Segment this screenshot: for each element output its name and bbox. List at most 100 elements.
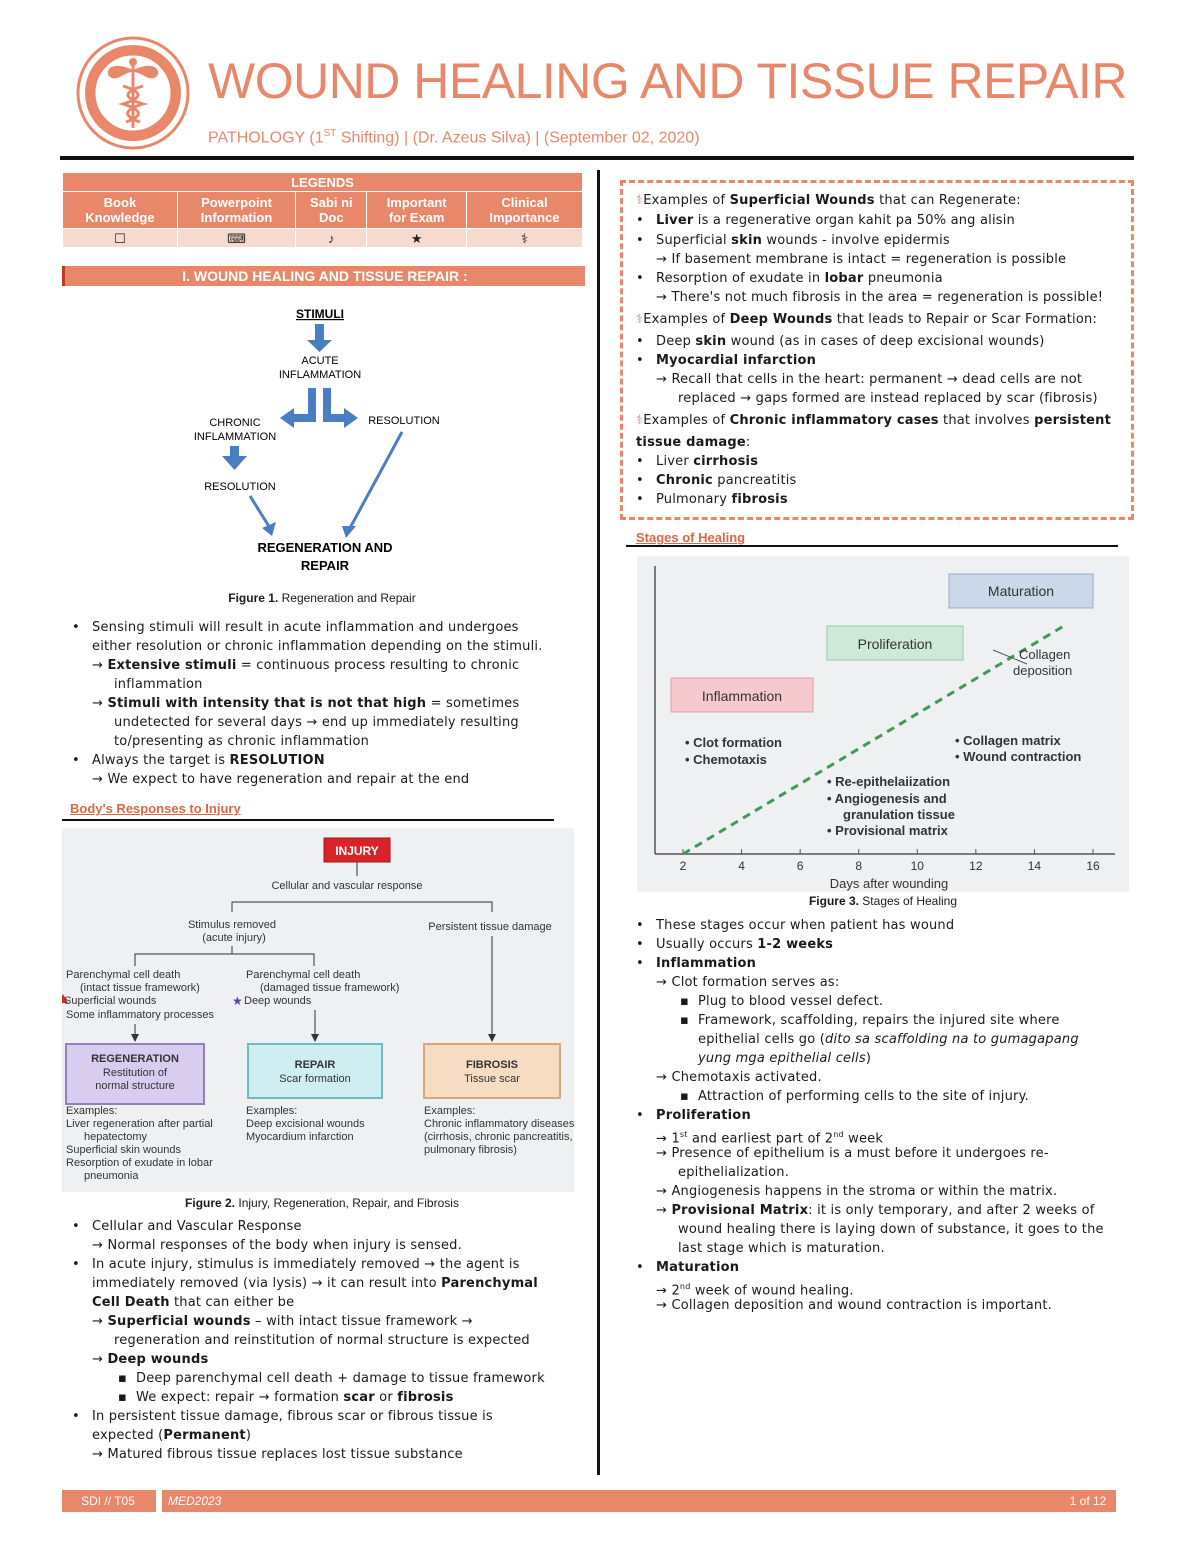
svg-text:• Clot formation: • Clot formation	[685, 735, 782, 750]
caduceus-icon: ⚕	[636, 312, 644, 327]
keyboard-icon: ⌨	[176, 228, 297, 248]
svg-text:Myocardium infarction: Myocardium infarction	[246, 1131, 354, 1143]
caduceus-logo	[76, 36, 190, 150]
body-responses-heading: Body's Responses to Injury	[70, 801, 241, 816]
stages-heading: Stages of Healing	[636, 530, 746, 545]
svg-text:Examples:: Examples:	[66, 1105, 117, 1117]
svg-text:Maturation: Maturation	[988, 583, 1054, 599]
svg-text:Some inflammatory processes: Some inflammatory processes	[66, 1009, 214, 1021]
legends-title: LEGENDS	[62, 172, 583, 192]
svg-text:(damaged tissue framework): (damaged tissue framework)	[260, 982, 399, 994]
document-subtitle: PATHOLOGY (1ST Shifting) | (Dr. Azeus Si…	[208, 128, 700, 147]
svg-text:CHRONIC: CHRONIC	[209, 417, 260, 429]
svg-text:INFLAMMATION: INFLAMMATION	[279, 369, 361, 381]
x-tick-label: 2	[680, 859, 687, 873]
x-tick-label: 16	[1086, 859, 1100, 873]
svg-text:INFLAMMATION: INFLAMMATION	[194, 431, 276, 443]
svg-text:hepatectomy: hepatectomy	[84, 1131, 147, 1143]
svg-text:Restitution of: Restitution of	[103, 1067, 168, 1079]
section-heading-1: I. WOUND HEALING AND TISSUE REPAIR :	[62, 266, 585, 286]
x-tick-label: 14	[1028, 859, 1042, 873]
svg-text:(intact tissue framework): (intact tissue framework)	[80, 982, 200, 994]
footer-separator	[156, 1490, 162, 1512]
svg-text:Tissue scar: Tissue scar	[464, 1073, 520, 1085]
svg-text:Resorption of exudate in lobar: Resorption of exudate in lobar	[66, 1157, 213, 1169]
arrow-down-icon	[307, 340, 332, 352]
svg-text:REGENERATION: REGENERATION	[91, 1053, 179, 1065]
svg-text:Examples:: Examples:	[246, 1105, 297, 1117]
star-icon: ★	[366, 228, 467, 248]
svg-text:INJURY: INJURY	[335, 844, 379, 858]
svg-text:REPAIR: REPAIR	[301, 558, 350, 573]
section-rule	[62, 819, 554, 821]
svg-text:normal structure: normal structure	[95, 1080, 174, 1092]
caduceus-icon: ⚕	[636, 193, 644, 208]
svg-text:Parenchymal cell death: Parenchymal cell death	[246, 969, 360, 981]
footer-course-code: SDI // T05	[81, 1494, 135, 1508]
svg-text:Superficial skin wounds: Superficial skin wounds	[66, 1144, 181, 1156]
svg-text:RESOLUTION: RESOLUTION	[204, 481, 276, 493]
arrow-right-icon	[344, 408, 358, 428]
svg-text:Scar formation: Scar formation	[279, 1073, 351, 1085]
svg-text:RESOLUTION: RESOLUTION	[368, 415, 440, 427]
figure-1-flowchart: STIMULI ACUTE INFLAMMATION CHRONIC INFLA…	[194, 307, 440, 573]
svg-text:Proliferation: Proliferation	[858, 636, 933, 652]
arrow-left-icon	[280, 408, 294, 428]
caduceus-icon: ⚕	[465, 228, 584, 248]
svg-text:Persistent tissue damage: Persistent tissue damage	[428, 921, 552, 933]
maturation-box	[948, 573, 1094, 609]
figure-2-caption: Figure 2. Injury, Regeneration, Repair, …	[185, 1196, 459, 1210]
inflammation-box	[670, 677, 814, 713]
figure-1-caption: Figure 1. Regeneration and Repair	[228, 591, 416, 605]
x-tick-label: 6	[797, 859, 804, 873]
svg-text:• Chemotaxis: • Chemotaxis	[685, 752, 767, 767]
proliferation-box	[826, 625, 964, 661]
svg-text:ACUTE: ACUTE	[301, 355, 338, 367]
collagen-deposition-line	[682, 624, 1065, 856]
svg-text:pulmonary fibrosis): pulmonary fibrosis)	[424, 1144, 517, 1156]
svg-text:• Provisional matrix: • Provisional matrix	[827, 823, 949, 838]
x-axis-label: Days after wounding	[830, 876, 949, 891]
svg-text:REPAIR: REPAIR	[295, 1059, 336, 1071]
svg-text:• Wound contraction: • Wound contraction	[955, 749, 1081, 764]
svg-text:pneumonia: pneumonia	[84, 1170, 139, 1182]
column-divider	[597, 170, 600, 1475]
footer-batch: MED2023	[168, 1494, 222, 1508]
svg-text:Parenchymal cell death: Parenchymal cell death	[66, 969, 180, 981]
svg-text:(cirrhosis, chronic pancreatit: (cirrhosis, chronic pancreatitis,	[424, 1131, 573, 1143]
x-tick-label: 10	[911, 859, 925, 873]
svg-text:Liver regeneration after parti: Liver regeneration after partial	[66, 1118, 213, 1130]
clinical-examples-box	[620, 180, 1134, 520]
footer-bar	[62, 1490, 1116, 1512]
arrow-down-icon	[222, 456, 247, 470]
svg-text:Chronic inflammatory diseases: Chronic inflammatory diseases	[424, 1118, 574, 1130]
svg-text:Deep excisional wounds: Deep excisional wounds	[246, 1118, 365, 1130]
svg-text:(acute injury): (acute injury)	[202, 932, 266, 944]
svg-text:granulation tissue: granulation tissue	[843, 807, 955, 822]
svg-text:• Collagen matrix: • Collagen matrix	[955, 733, 1061, 748]
section-rule	[626, 545, 1118, 547]
book-icon: ☐	[62, 228, 178, 248]
document-title: WOUND HEALING AND TISSUE REPAIR	[208, 53, 1127, 109]
svg-text:deposition: deposition	[1013, 663, 1072, 678]
svg-text:• Re-epithelaiization: • Re-epithelaiization	[827, 774, 950, 789]
x-tick-label: 12	[969, 859, 983, 873]
svg-text:Inflammation: Inflammation	[702, 688, 782, 704]
note-icon: ♪	[295, 228, 368, 248]
svg-text:Stimulus removed: Stimulus removed	[188, 919, 276, 931]
svg-text:Superficial wounds: Superficial wounds	[64, 995, 157, 1007]
fig1-stimuli: STIMULI	[296, 307, 344, 321]
header-rule	[60, 156, 1134, 160]
x-tick-label: 4	[738, 859, 745, 873]
svg-text:Deep wounds: Deep wounds	[244, 995, 312, 1007]
svg-text:Cellular and vascular response: Cellular and vascular response	[271, 880, 422, 892]
figure-2-image: INJURY Cellular and vascular response St…	[58, 828, 575, 1192]
